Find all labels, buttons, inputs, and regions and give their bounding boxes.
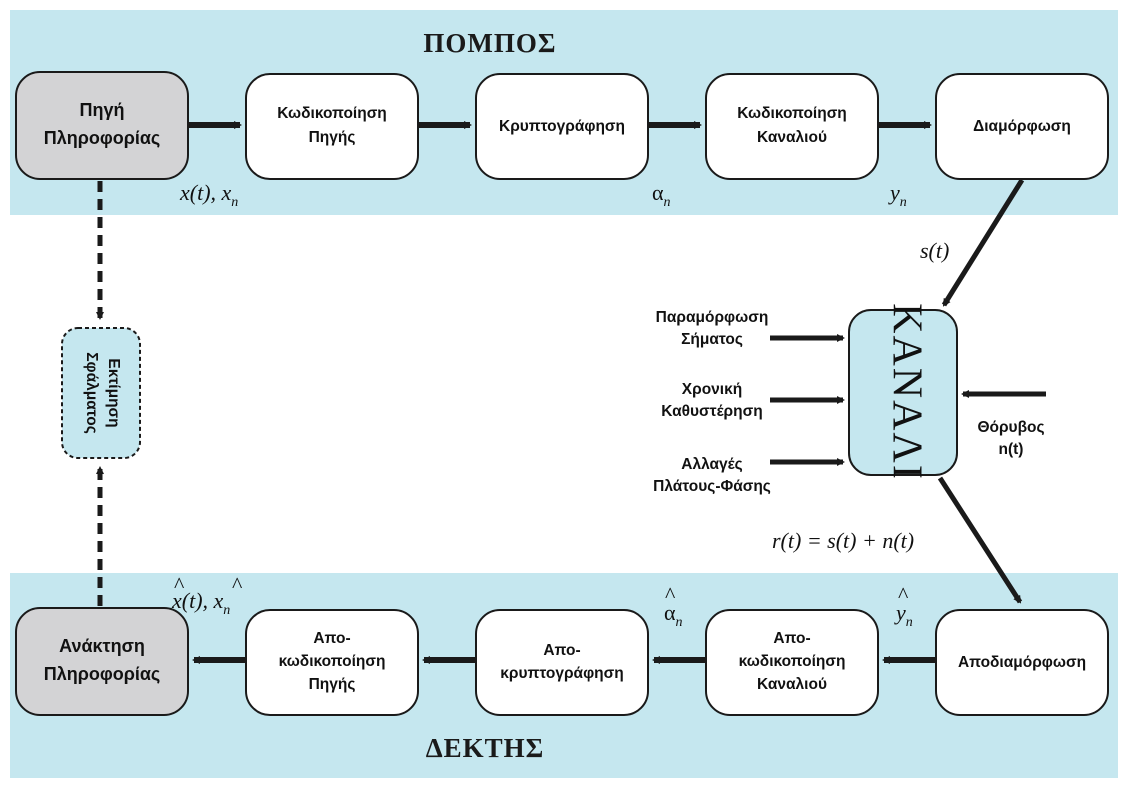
info-source-label-1: Πηγή (80, 100, 125, 120)
source-decoding-label-2: κωδικοποίηση (279, 653, 386, 670)
signal-x-hat: x(t), xn (171, 588, 230, 618)
signal-y-hat: yn (894, 600, 913, 630)
signal-x-t: x(t), xn (179, 180, 238, 210)
channel-coding-box (705, 73, 879, 180)
hat-alpha: ^ (665, 582, 676, 607)
hat-x-1: ^ (174, 572, 185, 597)
channel-decoding-label-3: Καναλιού (757, 676, 827, 693)
error-estimation-box (61, 327, 141, 459)
arrow-modulation-to-channel (941, 178, 1025, 307)
error-estimation-label-2: Σφάλματος (83, 352, 100, 434)
source-decoding-label-3: Πηγής (309, 676, 356, 693)
delay-label-1: Χρονική (682, 381, 742, 398)
source-decoding-label-1: Απο- (313, 630, 350, 647)
signal-r-t: r(t) = s(t) + n(t) (772, 528, 914, 553)
channel-box (848, 309, 958, 476)
receiver-title: ΔΕΚΤΗΣ (426, 733, 545, 763)
source-coding-box (245, 73, 419, 180)
arrow-channel-to-demodulation (937, 476, 1023, 604)
distortion-label-2: Σήματος (681, 331, 743, 348)
signal-s-t: s(t) (920, 238, 949, 263)
decryption-label-2: κρυπτογράφηση (500, 665, 623, 682)
channel-label: ΚΑΝΑΛΙ (883, 303, 929, 481)
signal-y-n: yn (888, 180, 907, 210)
amp-phase-label-2: Πλάτους-Φάσης (653, 478, 771, 495)
demodulation-label: Αποδιαμόρφωση (958, 654, 1086, 671)
noise-label-1: Θόρυβος (977, 419, 1044, 436)
distortion-label-1: Παραμόρφωση (656, 309, 769, 326)
source-coding-label-2: Πηγής (309, 129, 356, 146)
hat-y: ^ (898, 582, 909, 607)
source-coding-label-1: Κωδικοποίηση (277, 105, 387, 122)
noise-label-2: n(t) (999, 441, 1024, 458)
signal-alpha-hat: αn (664, 600, 683, 630)
transmitter-title: ΠΟΜΠΟΣ (423, 28, 556, 58)
error-estimation-label-1: Εκτίμηση (105, 358, 122, 427)
channel-coding-label-2: Καναλιού (757, 129, 827, 146)
decryption-box (475, 609, 649, 716)
hat-x-2: ^ (232, 572, 243, 597)
info-recovery-box (15, 607, 189, 716)
signal-alpha-n: αn (652, 180, 671, 210)
channel-decoding-label-2: κωδικοποίηση (739, 653, 846, 670)
channel-decoding-label-1: Απο- (773, 630, 810, 647)
modulation-label: Διαμόρφωση (973, 118, 1071, 135)
delay-label-2: Καθυστέρηση (661, 403, 762, 420)
amp-phase-label-1: Αλλαγές (681, 456, 742, 473)
channel-coding-label-1: Κωδικοποίηση (737, 105, 847, 122)
modulation-box (935, 73, 1109, 180)
info-source-label-2: Πληροφορίας (44, 128, 161, 148)
info-recovery-label-2: Πληροφορίας (44, 664, 161, 684)
info-recovery-label-1: Ανάκτηση (59, 636, 145, 656)
decryption-label-1: Απο- (543, 642, 580, 659)
info-source-box (15, 71, 189, 180)
encryption-label: Κρυπτογράφηση (499, 118, 625, 135)
